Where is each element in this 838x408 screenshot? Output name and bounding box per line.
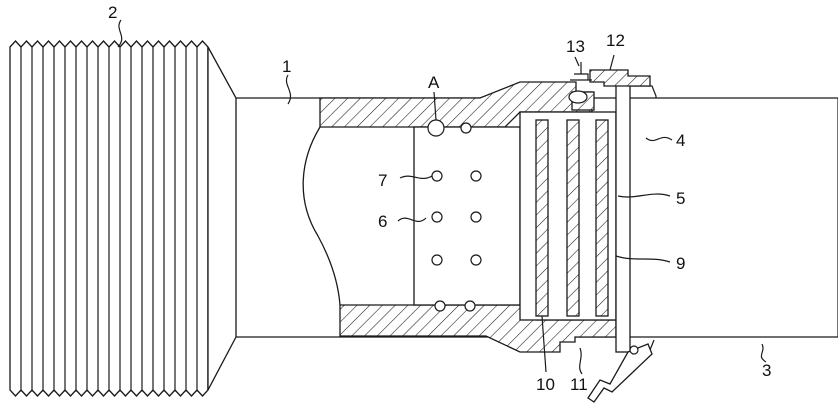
label-12: 12 [606,31,625,50]
filter-plates [520,112,616,320]
label-4: 4 [676,131,685,150]
label-detail-a: A [428,73,440,92]
label-3: 3 [762,361,771,380]
label-2: 2 [108,3,117,22]
clamp-assembly [569,62,650,110]
end-cap [616,84,656,352]
label-13: 13 [566,37,585,56]
ball [461,123,471,133]
perforated-sleeve [414,120,520,311]
label-9: 9 [676,254,685,273]
ball [465,301,475,311]
detail-a-ring [428,120,444,136]
label-7: 7 [378,171,387,190]
vent-hole [471,255,481,265]
label-5: 5 [676,189,685,208]
label-10: 10 [536,375,555,394]
vent-hole [471,171,481,181]
label-6: 6 [378,212,387,231]
vent-hole [432,171,442,181]
threaded-end [10,41,208,396]
lever [588,344,652,402]
label-1: 1 [282,57,291,76]
vent-hole [432,255,442,265]
vent-hole [432,212,442,222]
vent-hole [471,212,481,222]
ball [435,301,445,311]
label-11: 11 [570,375,588,394]
